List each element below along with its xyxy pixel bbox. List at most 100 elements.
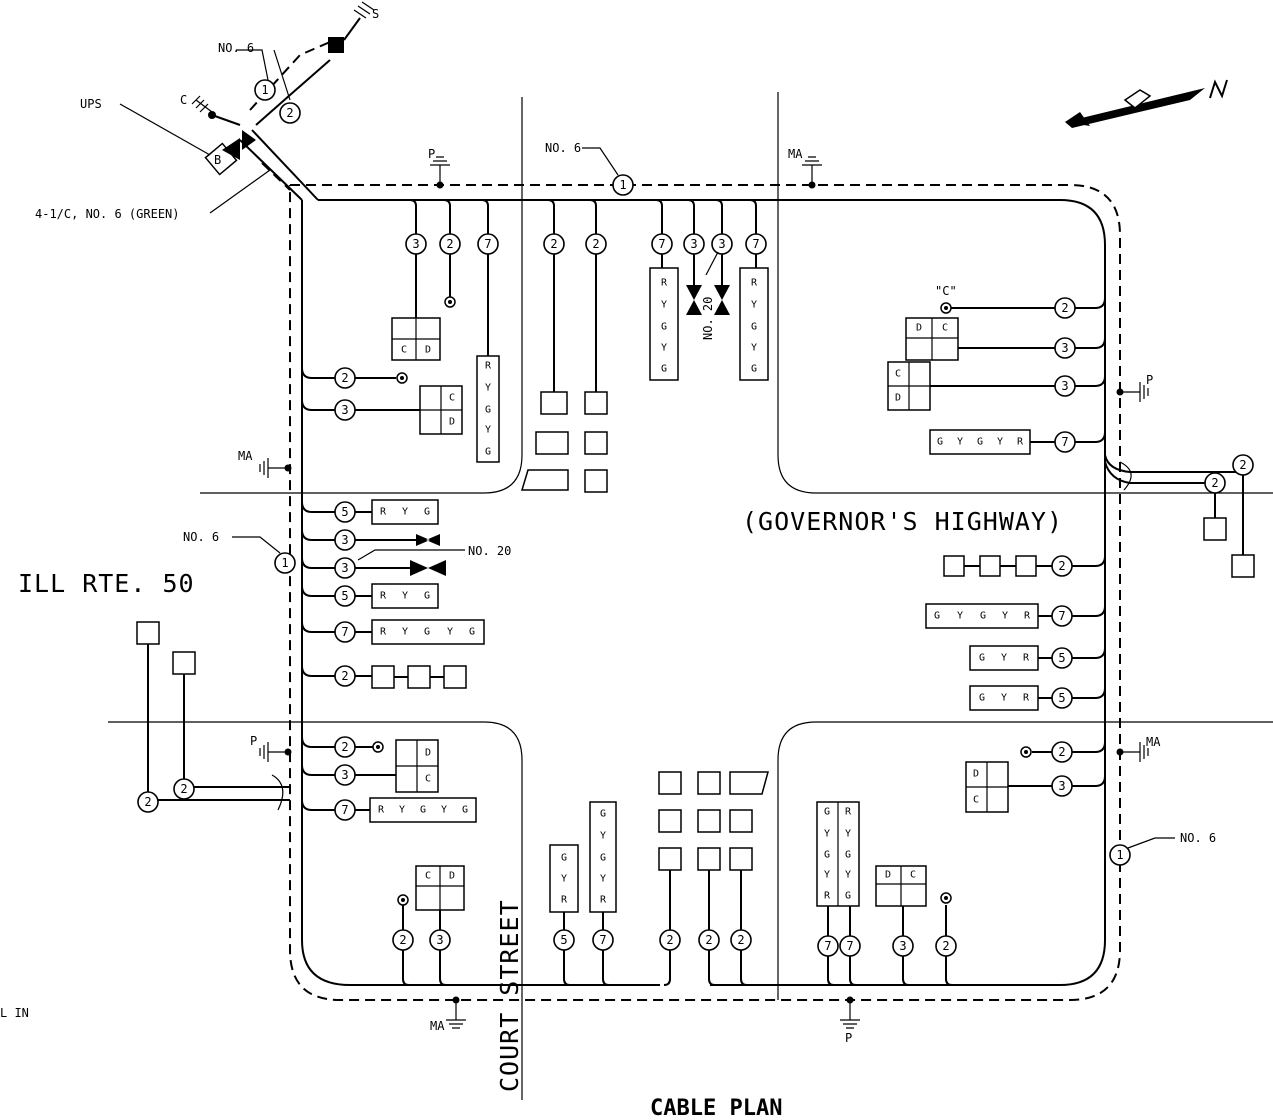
svg-text:R: R <box>1023 693 1030 704</box>
bubble-e-7: 7 <box>1051 605 1073 627</box>
svg-text:7: 7 <box>1058 609 1065 623</box>
svg-text:C: C <box>449 393 455 404</box>
svg-text:G: G <box>979 693 985 704</box>
svg-text:G: G <box>937 437 943 448</box>
svg-text:G: G <box>845 891 851 902</box>
bubble-sw-3: 3 <box>334 764 356 786</box>
svg-text:G: G <box>485 447 491 458</box>
svg-text:D: D <box>916 323 922 334</box>
ped-head-northeast-b: CD <box>887 361 931 411</box>
signal-head-north-c: RY GYG <box>739 267 769 381</box>
svg-text:1: 1 <box>1116 848 1123 862</box>
svg-text:3: 3 <box>341 403 348 417</box>
svg-text:G: G <box>845 850 851 861</box>
svg-text:G: G <box>980 611 986 622</box>
ground-p-bottom: P <box>840 996 860 1045</box>
svg-text:Y: Y <box>824 870 830 881</box>
svg-text:R: R <box>380 507 387 518</box>
svg-text:MA: MA <box>1146 735 1161 749</box>
svg-text:D: D <box>449 871 455 882</box>
bubble-s-2c: 2 <box>698 929 720 951</box>
svg-text:2: 2 <box>942 939 949 953</box>
svg-text:Y: Y <box>751 300 757 311</box>
signal-head-north-a: RY GYG <box>476 355 500 463</box>
svg-text:7: 7 <box>846 939 853 953</box>
c-quote-label: "C" <box>935 284 957 298</box>
svg-text:Y: Y <box>561 874 567 885</box>
bubble-sw-2: 2 <box>334 736 356 758</box>
svg-text:2: 2 <box>705 933 712 947</box>
bubble-ww-2b: 2 <box>173 778 195 800</box>
bubble-2-left: 2 <box>279 102 301 124</box>
svg-text:G: G <box>661 364 667 375</box>
ground-p-right: P <box>1116 373 1153 402</box>
street-court: COURT STREET <box>495 899 524 1092</box>
ups-cabinet: B UPS 4-1/C, NO. 6 (GREEN) S C NO. 6 <box>35 1 379 221</box>
svg-text:D: D <box>425 748 431 759</box>
service-c-label: C <box>180 93 187 107</box>
svg-text:7: 7 <box>658 237 665 251</box>
svg-text:D: D <box>425 345 431 356</box>
svg-text:R: R <box>1024 611 1031 622</box>
svg-text:7: 7 <box>1061 435 1068 449</box>
svg-text:G: G <box>661 322 667 333</box>
svg-text:2: 2 <box>1058 559 1065 573</box>
ground-ma-top: MA <box>788 147 822 189</box>
bubble-w-7: 7 <box>334 621 356 643</box>
svg-text:R: R <box>1017 437 1024 448</box>
no20-top-label: NO. 20 <box>701 297 715 340</box>
svg-text:7: 7 <box>341 625 348 639</box>
svg-text:C: C <box>895 369 901 380</box>
signal-head-north-b: RY GYG <box>649 267 679 381</box>
svg-text:C: C <box>973 795 979 806</box>
svg-text:R: R <box>380 627 387 638</box>
west-ped-posts: 2 2 <box>136 621 290 813</box>
bubble-ne-3a: 3 <box>1054 337 1076 359</box>
svg-text:Y: Y <box>845 829 851 840</box>
svg-text:Y: Y <box>751 343 757 354</box>
svg-text:7: 7 <box>341 803 348 817</box>
svg-text:2: 2 <box>666 933 673 947</box>
svg-text:C: C <box>401 345 407 356</box>
svg-text:2: 2 <box>1239 458 1246 472</box>
svg-text:R: R <box>485 361 492 372</box>
southeast-branches: 2 3 DC <box>965 741 1106 813</box>
svg-text:G: G <box>751 364 757 375</box>
svg-text:Y: Y <box>402 507 408 518</box>
svg-text:D: D <box>895 393 901 404</box>
signal-head-south-a: GYR <box>549 844 579 913</box>
svg-text:Y: Y <box>600 874 606 885</box>
bubble-s-7: 7 <box>592 929 614 951</box>
ground-ma-bottom: MA <box>430 996 466 1033</box>
svg-text:Y: Y <box>485 425 491 436</box>
svg-text:2: 2 <box>180 782 187 796</box>
conduit-runs <box>239 129 1121 1001</box>
bubble-s-5: 5 <box>553 929 575 951</box>
no20-left-label: NO. 20 <box>468 544 511 558</box>
ground-p-left: P <box>250 734 292 762</box>
svg-text:R: R <box>845 807 852 818</box>
bubble-1-east: 1 <box>1109 844 1131 866</box>
svg-text:G: G <box>824 850 830 861</box>
bubble-e-5b: 5 <box>1051 687 1073 709</box>
no6-left-label: NO. 6 <box>183 530 219 544</box>
svg-text:MA: MA <box>430 1019 445 1033</box>
feeder-label: 4-1/C, NO. 6 (GREEN) <box>35 207 180 221</box>
svg-text:Y: Y <box>661 343 667 354</box>
svg-text:3: 3 <box>899 939 906 953</box>
svg-text:Y: Y <box>1002 611 1008 622</box>
street-governors-highway: (GOVERNOR'S HIGHWAY) <box>742 507 1063 536</box>
ped-head-northwest: CD <box>419 385 463 435</box>
ground-ma-left: MA <box>238 449 292 478</box>
svg-text:Y: Y <box>402 591 408 602</box>
svg-text:Y: Y <box>447 627 453 638</box>
signal-head-south-c: RY GYG GY GYR <box>816 801 860 907</box>
svg-text:Y: Y <box>957 437 963 448</box>
cut-off-text: L IN <box>0 1006 29 1020</box>
bubble-nw-3: 3 <box>334 399 356 421</box>
